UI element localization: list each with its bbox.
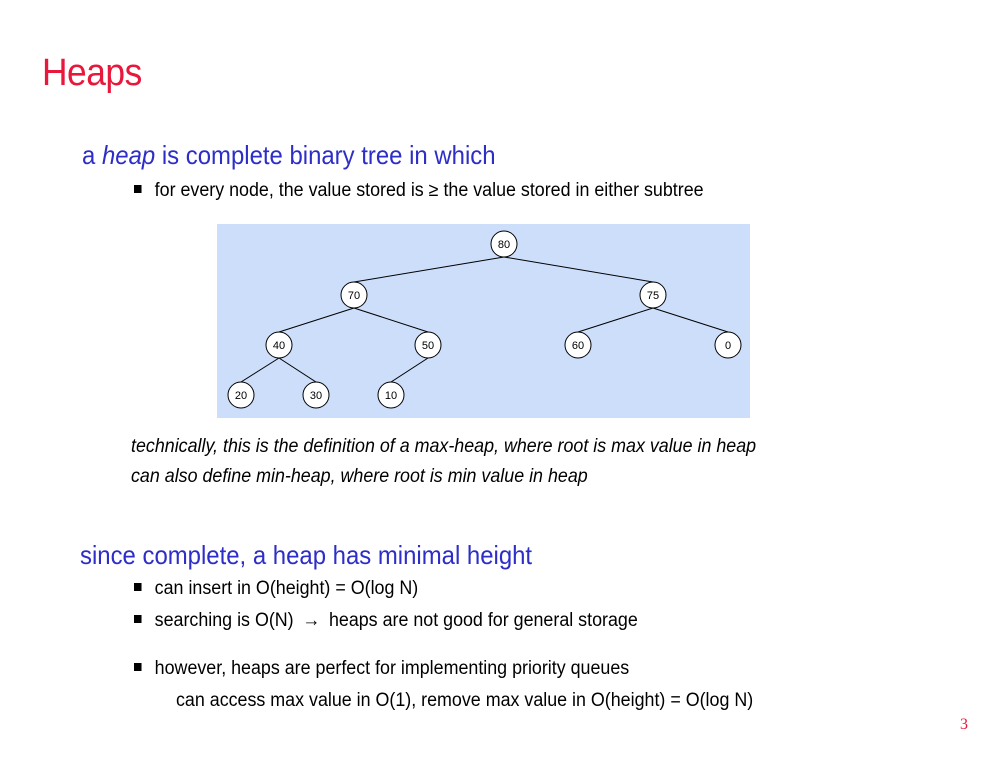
property-bullet-priority-text: however, heaps are perfect for implement…	[154, 658, 630, 679]
heap-tree-diagram: 80 70 75 40 50 60 0 20 30 10	[217, 224, 750, 418]
tree-node: 20	[227, 381, 255, 409]
tree-node: 80	[490, 230, 518, 258]
page-number: 3	[960, 716, 968, 733]
slide-title: Heaps	[42, 52, 142, 94]
bullet-square-icon	[134, 185, 142, 193]
heap-tree-svg: 80 70 75 40 50 60 0 20 30 10	[227, 230, 742, 409]
tree-node-label: 80	[498, 239, 510, 251]
tree-node-circle	[564, 331, 592, 359]
tree-edge	[278, 357, 317, 383]
property-bullet-search-conclusion: heaps are not good for general storage	[328, 610, 638, 631]
min-heap-note: can also define min-heap, where root is …	[131, 466, 588, 487]
property-bullet-search: searching is O(N) → heaps are not good f…	[134, 610, 638, 632]
max-heap-note: technically, this is the definition of a…	[131, 436, 757, 457]
tree-node-circle	[377, 381, 405, 409]
properties-heading: since complete, a heap has minimal heigh…	[80, 540, 533, 570]
tree-node-label: 30	[310, 390, 322, 402]
tree-node-label: 50	[422, 340, 434, 352]
tree-node-label: 40	[273, 340, 285, 352]
tree-node-circle	[639, 281, 667, 309]
tree-node-label: 10	[385, 390, 397, 402]
definition-term: heap	[101, 140, 156, 170]
tree-node-circle	[265, 331, 293, 359]
tree-node-label: 20	[235, 390, 247, 402]
bullet-square-icon	[134, 615, 142, 623]
property-bullet-insert-text: can insert in O(height) = O(log N)	[154, 578, 419, 599]
tree-node-circle	[490, 230, 518, 258]
tree-node: 70	[340, 281, 368, 309]
tree-edge	[240, 357, 280, 383]
tree-node-circle	[714, 331, 742, 359]
definition-suffix: is complete binary tree in which	[161, 140, 496, 170]
tree-node: 30	[302, 381, 330, 409]
definition-heading: a heap is complete binary tree in which	[82, 140, 496, 171]
definition-bullet-text: for every node, the value stored is ≥ th…	[154, 180, 704, 201]
tree-node-circle	[302, 381, 330, 409]
tree-edge	[577, 307, 654, 333]
property-bullet-priority: however, heaps are perfect for implement…	[134, 658, 629, 680]
tree-node-label: 60	[572, 340, 584, 352]
tree-node-label: 70	[348, 290, 360, 302]
definition-bullet: for every node, the value stored is ≥ th…	[134, 180, 704, 202]
tree-edge	[390, 357, 429, 383]
tree-edge	[503, 256, 654, 283]
right-arrow-icon: →	[302, 610, 321, 631]
property-bullet-search-text: searching is O(N)	[154, 610, 294, 631]
tree-node: 0	[714, 331, 742, 359]
tree-edge	[353, 307, 429, 333]
tree-node-circle	[414, 331, 442, 359]
bullet-square-icon	[134, 663, 142, 671]
tree-node: 75	[639, 281, 667, 309]
priority-queue-subnote: can access max value in O(1), remove max…	[176, 690, 754, 711]
property-bullet-insert: can insert in O(height) = O(log N)	[134, 578, 418, 600]
tree-edge	[353, 256, 505, 283]
tree-node-circle	[227, 381, 255, 409]
tree-node-circle	[340, 281, 368, 309]
tree-node: 60	[564, 331, 592, 359]
tree-node-label: 75	[647, 290, 659, 302]
definition-prefix: a	[82, 140, 96, 170]
tree-node: 10	[377, 381, 405, 409]
tree-node: 40	[265, 331, 293, 359]
tree-node: 50	[414, 331, 442, 359]
bullet-square-icon	[134, 583, 142, 591]
tree-edge	[652, 307, 729, 333]
tree-node-label: 0	[725, 340, 731, 352]
tree-edge	[278, 307, 355, 333]
